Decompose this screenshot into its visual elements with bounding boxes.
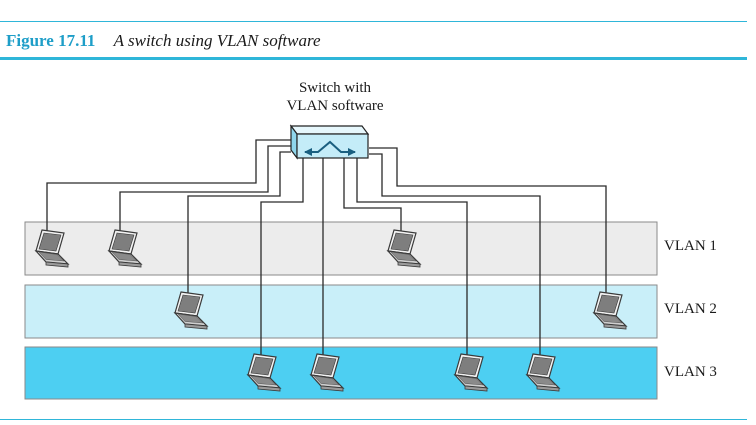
figure-caption: Figure 17.11 A switch using VLAN softwar… [6,31,321,51]
vlan3-label: VLAN 3 [664,364,717,380]
connection-lines [46,139,607,358]
bottom-rule [0,419,747,420]
link-vlan3-host-c [356,157,468,358]
switch-icon [289,124,370,160]
switch-label: Switch with VLAN software [270,79,400,115]
switch-label-line1: Switch with [298,80,372,96]
switch-label-line2: VLAN software [286,98,384,114]
link-vlan1-host-c [343,157,402,235]
vlan1-label: VLAN 1 [664,238,717,254]
link-vlan1-host-a [46,139,291,235]
top-rule [0,21,747,22]
link-vlan3-host-d [369,153,541,358]
figure-number: Figure 17.11 [6,31,96,50]
link-vlan3-host-a [260,157,304,358]
caption-rule [0,57,747,60]
link-vlan2-host-b [369,147,607,296]
link-vlan1-host-b [119,145,291,235]
figure-title: A switch using VLAN software [113,31,321,50]
vlan2-label: VLAN 2 [664,301,717,317]
link-vlan2-host-a [187,151,291,296]
vlan2-band [24,284,658,339]
